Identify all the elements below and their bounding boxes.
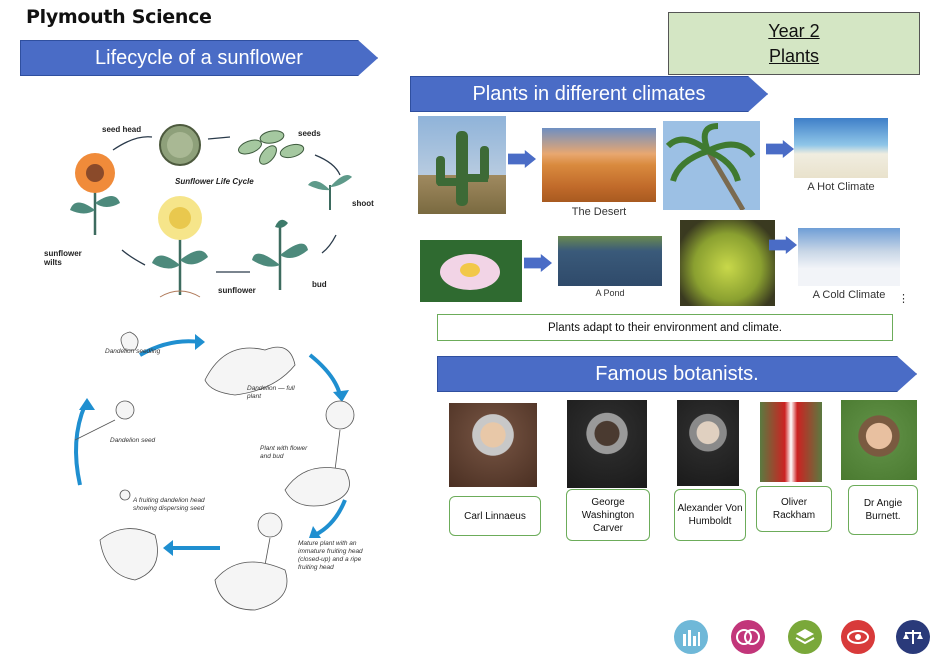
dandelion-full-label: Dandelion — full plant (247, 385, 295, 400)
linnaeus-portrait (449, 403, 537, 487)
botanist-name-humboldt: Alexander Von Humboldt (674, 489, 746, 541)
desert-photo (542, 128, 656, 202)
conifer-photo (680, 220, 775, 306)
climate-arrow-1 (508, 150, 536, 168)
climate-arrow-3 (524, 254, 552, 272)
dandelion-cycle-arrows (74, 339, 347, 550)
beach-photo (794, 118, 888, 178)
bud-icon (252, 219, 308, 290)
wilts-label: sunflower wilts (44, 249, 82, 267)
seed-head-inner-icon (167, 132, 193, 158)
adapt-text-box: Plants adapt to their environment and cl… (437, 314, 893, 341)
wilted-sunflower-icon (70, 153, 120, 235)
botanist-name-carver: George Washington Carver (566, 489, 650, 541)
botanist-name-linnaeus: Carl Linnaeus (449, 496, 541, 536)
flower-bud-label: Plant with flower and bud (260, 445, 308, 460)
palm-tree-photo (663, 121, 760, 210)
cactus-photo (418, 116, 506, 214)
plymouth-science-logo: Plymouth Science (26, 6, 212, 28)
pond-caption: A Pond (595, 288, 625, 298)
bud-label: bud (312, 280, 327, 289)
botanists-banner: Famous botanists. (437, 356, 917, 392)
dandelion-arrowheads (79, 334, 349, 556)
water-lily-icon (440, 254, 500, 290)
water-lily-photo (420, 240, 522, 302)
botanist-name-rackham: Oliver Rackham (756, 486, 832, 532)
carver-portrait (567, 400, 647, 488)
climate-arrow-2 (766, 140, 794, 158)
pond-photo (558, 236, 662, 286)
dandelion-seed-label: Dandelion seed (110, 437, 156, 444)
year-plants-box: Year 2 Plants (668, 12, 920, 75)
rackham-portrait (760, 402, 822, 482)
more-options-icon: ⋮ (898, 293, 909, 305)
year-label: Year 2 (768, 20, 820, 41)
botanist-name-burnett: Dr Angie Burnett. (848, 485, 918, 535)
sunflower-icon (152, 196, 208, 298)
lifecycle-banner: Lifecycle of a sunflower (20, 40, 378, 76)
topic-label: Plants (768, 45, 820, 66)
shoot-icon (308, 174, 352, 210)
seeds-label: seeds (298, 129, 321, 138)
palm-tree-icon (665, 123, 756, 210)
snow-mountain-photo (798, 228, 900, 286)
dandelion-seedling-label: Dandelion seedling (105, 348, 161, 355)
fruiting-head-label: A fruiting dandelion head showing disper… (133, 497, 205, 512)
desert-caption: The Desert (571, 206, 627, 218)
sunflower-cycle-title: Sunflower Life Cycle (175, 177, 254, 186)
dandelion-lifecycle-art (74, 331, 355, 611)
mature-plant-label: Mature plant with an immature fruiting h… (298, 540, 363, 571)
sunflower-label: sunflower (218, 286, 256, 295)
venn-diagram-icon (731, 620, 765, 654)
climates-banner: Plants in different climates (410, 76, 768, 112)
sunflower-lifecycle-diagram: seed head seeds shoot bud sunflower sunf… (40, 115, 390, 305)
sunflower-lifecycle-art (70, 124, 352, 298)
layers-icon (788, 620, 822, 654)
cold-climate-caption: A Cold Climate (812, 289, 886, 301)
hot-climate-caption: A Hot Climate (807, 181, 875, 193)
cactus-icon (436, 131, 489, 206)
bar-chart-icon (674, 620, 708, 654)
dandelion-plants (74, 331, 355, 611)
climate-arrow-4 (769, 236, 797, 254)
seed-head-label: seed head (102, 125, 142, 134)
burnett-portrait (841, 400, 917, 480)
dandelion-lifecycle-diagram: Dandelion seedling Dandelion — full plan… (55, 320, 375, 620)
eye-icon (841, 620, 875, 654)
humboldt-portrait (677, 400, 739, 486)
seeds-icon (238, 130, 305, 165)
cycle-arrows (112, 136, 341, 273)
shoot-label: shoot (352, 199, 374, 208)
scales-icon (896, 620, 930, 654)
